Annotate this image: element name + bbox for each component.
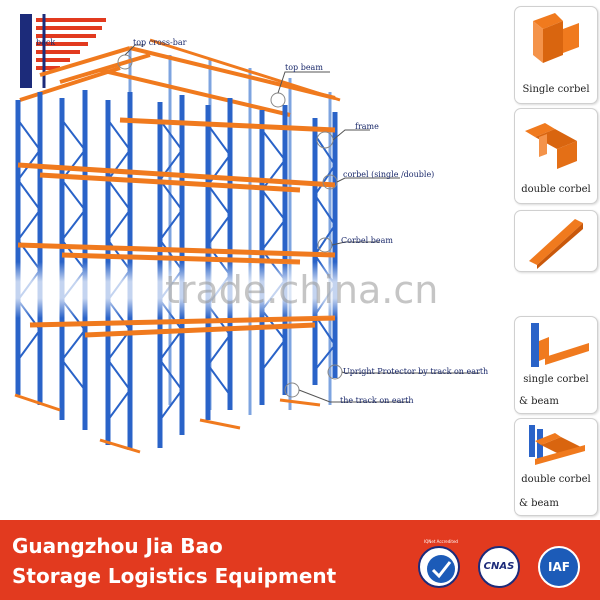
component-sidebar: Single corbel double corbel single corbe… xyxy=(510,0,600,520)
single-corbel-icon xyxy=(533,13,579,63)
drive-in-rack-illustration xyxy=(14,38,480,454)
label-upright-protector: Upright Protector by track on earth xyxy=(343,367,489,376)
label-back: back xyxy=(36,38,56,47)
corbel-beam-icon xyxy=(529,219,583,269)
rack-diagram: back top cross-bar top beam frame corbel… xyxy=(14,38,489,454)
label-top-cross-bar: top cross-bar xyxy=(133,38,187,47)
card-corbel-beam xyxy=(514,210,598,272)
company-name-line-1: Guangzhou Jia Bao xyxy=(12,534,223,558)
card-label-2: & beam xyxy=(519,396,559,407)
iso-badge-icon xyxy=(427,555,455,583)
label-corbel: corbel (single /double) xyxy=(343,170,435,179)
iso-certification-badge: IQNet Accredited xyxy=(418,539,460,588)
card-label: Single corbel xyxy=(522,84,590,95)
company-name-line-2: Storage Logistics Equipment xyxy=(12,564,337,588)
watermark-text: trade.china.cn xyxy=(165,268,439,312)
card-double-corbel: double corbel xyxy=(514,108,598,204)
iso-badge-text: IQNet Accredited xyxy=(424,539,458,544)
label-frame: frame xyxy=(355,122,379,131)
cnas-badge: CNAS xyxy=(478,546,520,588)
cnas-badge-text: CNAS xyxy=(483,561,515,572)
card-single-corbel-beam: single corbel & beam xyxy=(514,316,598,414)
card-label: double corbel xyxy=(521,474,591,485)
card-single-corbel: Single corbel xyxy=(514,6,598,104)
label-track: the track on earth xyxy=(340,396,414,405)
label-corbel-beam: Corbel beam xyxy=(341,236,393,245)
double-corbel-icon xyxy=(525,123,577,169)
card-label-2: & beam xyxy=(519,498,559,509)
label-top-beam: top beam xyxy=(285,63,323,72)
card-label: single corbel xyxy=(523,374,589,385)
double-corbel-beam-icon xyxy=(529,425,585,465)
card-double-corbel-beam: double corbel & beam xyxy=(514,418,598,516)
watermark: trade.china.cn xyxy=(0,262,505,318)
card-label: double corbel xyxy=(521,184,591,195)
iaf-badge-text: IAF xyxy=(548,560,570,574)
iaf-badge: IAF xyxy=(538,546,580,588)
single-corbel-beam-icon xyxy=(531,323,589,367)
